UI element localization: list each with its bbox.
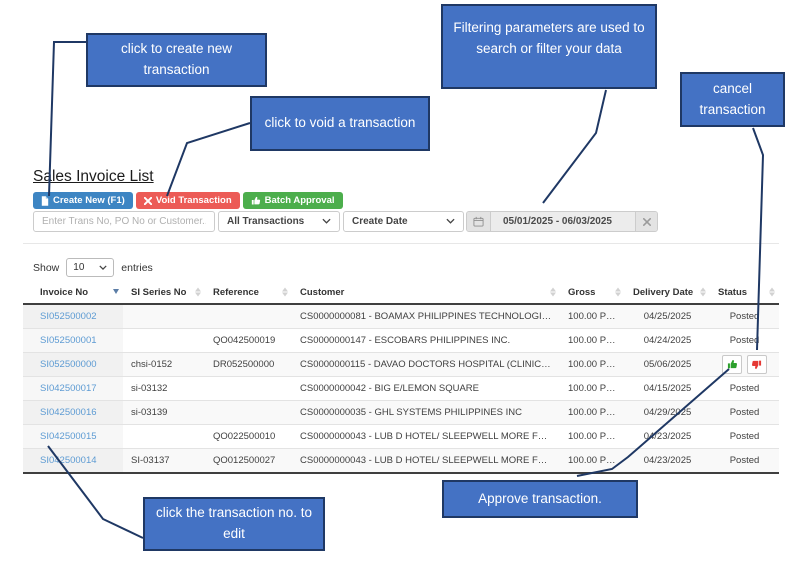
date-field-select[interactable]: Create Date [343, 211, 464, 232]
date-range-group: 05/01/2025 - 06/03/2025 [466, 211, 658, 232]
sort-both-icon [282, 287, 288, 297]
length-menu-prefix: Show [33, 261, 60, 274]
column-header-si-series[interactable]: SI Series No [123, 281, 205, 305]
length-menu: Show 10 entries [33, 258, 153, 277]
table-row: SI042500014 SI-03137 QO012500027 CS00000… [23, 448, 779, 474]
column-header-gross[interactable]: Gross [560, 281, 625, 305]
page-length-value: 10 [73, 262, 85, 273]
page-length-select[interactable]: 10 [66, 258, 115, 277]
batch-approval-button[interactable]: Batch Approval [242, 192, 343, 209]
column-header-invoice-no[interactable]: Invoice No [23, 281, 123, 305]
callout-cancel: cancel transaction [680, 72, 785, 127]
status-badge: Posted [710, 424, 779, 449]
date-field-value: Create Date [352, 216, 408, 227]
callout-void: click to void a transaction [250, 96, 430, 151]
table-row: SI042500017 si-03132 CS0000000042 - BIG … [23, 376, 779, 401]
callout-approve: Approve transaction. [442, 480, 638, 518]
sort-both-icon [195, 287, 201, 297]
status-badge: Posted [710, 400, 779, 425]
status-badge: Posted [729, 311, 760, 322]
connector-filtering [542, 89, 607, 204]
sort-both-icon [700, 287, 706, 297]
callout-edit: click the transaction no. to edit [143, 497, 325, 551]
sort-desc-icon [113, 289, 119, 294]
invoice-link[interactable]: SI052500002 [40, 311, 97, 322]
reject-button[interactable] [746, 355, 767, 374]
callout-filtering: Filtering parameters are used to search … [441, 4, 657, 89]
chevron-down-icon [99, 262, 107, 273]
sort-both-icon [550, 287, 556, 297]
invoice-link[interactable]: SI042500016 [40, 407, 97, 418]
x-icon [143, 196, 152, 205]
chevron-down-icon [322, 216, 331, 227]
sort-both-icon [769, 287, 775, 297]
length-menu-suffix: entries [121, 261, 153, 274]
invoice-link[interactable]: SI042500015 [40, 431, 97, 442]
void-transaction-label: Void Transaction [155, 195, 232, 206]
chevron-down-icon [446, 216, 455, 227]
page-title: Sales Invoice List [33, 168, 154, 185]
table-row: SI042500016 si-03139 CS0000000035 - GHL … [23, 400, 779, 425]
table-header-row: Invoice No SI Series No Reference Custom… [23, 281, 779, 305]
table-row: SI052500000 chsi-0152 DR052500000 CS0000… [23, 352, 779, 377]
file-icon [41, 195, 49, 206]
calendar-icon[interactable] [467, 212, 491, 231]
void-transaction-button[interactable]: Void Transaction [135, 192, 240, 209]
column-header-status[interactable]: Status [710, 281, 779, 305]
create-new-button[interactable]: Create New (F1) [33, 192, 133, 209]
status-badge: Posted [710, 328, 779, 353]
invoice-link[interactable]: SI042500014 [40, 455, 97, 466]
thumbs-up-icon [251, 196, 261, 206]
transaction-type-value: All Transactions [227, 216, 305, 227]
invoice-table: Invoice No SI Series No Reference Custom… [23, 281, 779, 474]
table-row: SI042500015 QO022500010 CS0000000043 - L… [23, 424, 779, 449]
search-input[interactable] [33, 211, 215, 232]
invoice-table-container: Invoice No SI Series No Reference Custom… [23, 281, 779, 474]
create-new-label: Create New (F1) [53, 195, 125, 206]
batch-approval-label: Batch Approval [264, 195, 335, 206]
sort-both-icon [615, 287, 621, 297]
toolbar: Create New (F1) Void Transaction Batch A… [33, 192, 343, 209]
status-badge: Posted [710, 448, 779, 474]
status-badge: Posted [710, 376, 779, 401]
connector-void [166, 122, 251, 197]
invoice-link[interactable]: SI052500001 [40, 335, 97, 346]
table-row: SI052500001 QO042500019 CS0000000147 - E… [23, 328, 779, 353]
status-action-cell [710, 352, 779, 377]
invoice-link[interactable]: SI042500017 [40, 383, 97, 394]
table-row: SI052500002 CS0000000081 - BOAMAX PHILIP… [23, 304, 779, 329]
approve-button[interactable] [722, 355, 743, 374]
column-header-customer[interactable]: Customer [292, 281, 560, 305]
column-header-reference[interactable]: Reference [205, 281, 292, 305]
filter-panel-divider [23, 243, 779, 244]
transaction-type-select[interactable]: All Transactions [218, 211, 340, 232]
callout-create-new: click to create new transaction [86, 33, 267, 87]
date-range-value[interactable]: 05/01/2025 - 06/03/2025 [503, 216, 612, 227]
invoice-link[interactable]: SI052500000 [40, 359, 97, 370]
clear-date-icon[interactable] [635, 212, 657, 231]
column-header-delivery-date[interactable]: Delivery Date [625, 281, 710, 305]
